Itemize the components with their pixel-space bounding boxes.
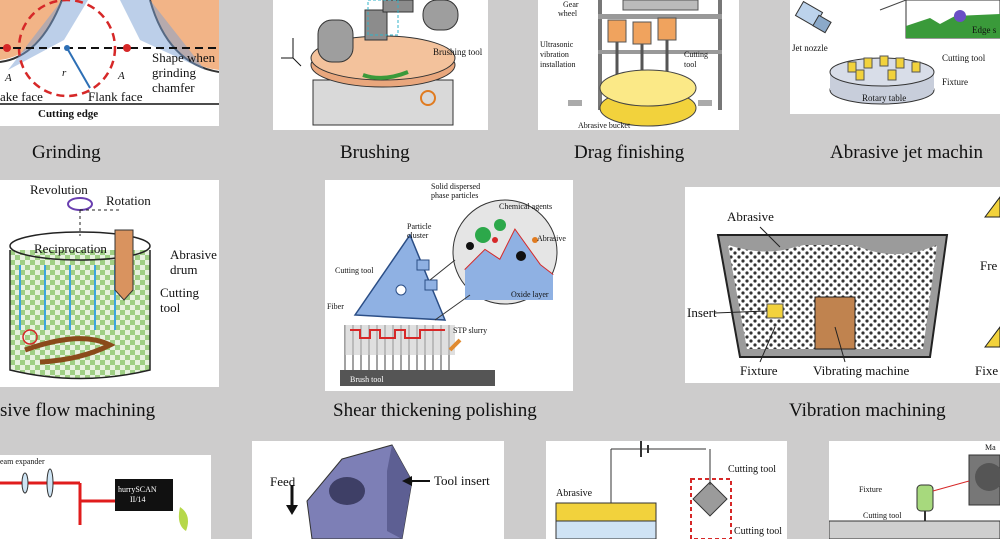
shear-abrasive: Abrasive (537, 234, 566, 243)
insert-feed-label: Feed (270, 474, 296, 489)
flow-cutting-2: tool (160, 300, 181, 315)
electro-cutting-a: Cutting tool (728, 464, 777, 475)
shear-stp: STP slurry (453, 326, 488, 335)
drag-bucket: Abrasive bucket (578, 121, 631, 130)
brushing-diagram (281, 0, 459, 126)
grinding-panel: r A A Shape when grinding chamfer ake fa… (0, 0, 219, 126)
brushing-tool-label: Brushing tool (433, 47, 483, 57)
caption-shear: Shear thickening polishing (333, 400, 537, 421)
jet-cutting-tool: Cutting tool (942, 53, 986, 63)
drag-cutting-1: Cutting (684, 50, 709, 59)
shear-fiber: Fiber (327, 302, 344, 311)
vibration-insert: Insert (687, 305, 717, 320)
drag-gear-2: wheel (558, 9, 578, 18)
shear-particle-1: Particle (407, 222, 432, 231)
abrasive-flow-diagram (9, 197, 151, 380)
shear-brush: Brush tool (350, 375, 384, 384)
drag-finishing-panel: Gear wheel Ultrasonic vibration installa… (538, 0, 739, 130)
caption-brushing: Brushing (340, 142, 410, 163)
shear-diagram (340, 199, 558, 386)
vibration-machine: Vibrating machine (813, 363, 910, 378)
grinding-flank-face: Flank face (88, 89, 143, 104)
drag-ultra-1: Ultrasonic (540, 40, 574, 49)
grinding-shape-when: Shape when (152, 50, 216, 65)
caption-jet: Abrasive jet machin (830, 142, 984, 163)
grinding-diagram (0, 0, 219, 105)
insert-panel: Feed Tool insert (252, 441, 504, 539)
grinding-grinding-label: grinding (152, 65, 197, 80)
flow-reciprocation: Reciprocation (34, 241, 107, 256)
vibration-fre: Fre (980, 258, 998, 273)
flow-rotation: Rotation (106, 193, 151, 208)
abrasive-flow-panel: Revolution Rotation Reciprocation Abrasi… (0, 180, 219, 387)
grinding-rake-face: ake face (0, 89, 43, 104)
jet-rotary-table: Rotary table (862, 93, 907, 103)
drag-cutting-2: tool (684, 60, 697, 69)
jet-edge-label: Edge s (972, 25, 997, 35)
drag-ultra-3: installation (540, 60, 576, 69)
abrasive-jet-panel: Jet nozzle Cutting tool Fixture Rotary t… (790, 0, 1000, 114)
grinding-cutting-edge: Cutting edge (38, 108, 99, 120)
shear-solid-1: Solid dispersed (431, 182, 481, 191)
caption-grinding: Grinding (32, 142, 101, 163)
insert-tool-label: Tool insert (434, 473, 490, 488)
grinding-ao-label: A (118, 70, 125, 82)
vibration-diagram (714, 196, 1000, 363)
magnetic-cutting: Cutting tool (863, 511, 902, 520)
insert-diagram (286, 444, 430, 539)
flow-cutting-1: Cutting (160, 285, 200, 300)
electro-abrasive: Abrasive (556, 488, 593, 499)
magnetic-diagram (829, 454, 1000, 539)
vibration-panel: Abrasive Insert Fixture Vibrating machin… (685, 187, 1000, 383)
caption-vibration: Vibration machining (789, 400, 946, 421)
laser-beam-label: eam expander (0, 457, 45, 466)
magnetic-panel: Fixture Cutting tool Ma (829, 441, 1000, 539)
magnetic-ma: Ma (985, 443, 996, 452)
electro-diagram (555, 441, 732, 539)
vibration-fix: Fixe (975, 363, 999, 378)
laser-scan-2: II/14 (130, 495, 146, 504)
shear-panel: Solid dispersed phase particles Chemical… (325, 180, 573, 391)
laser-scan-1: hurrySCAN (118, 485, 157, 494)
grinding-chamfer-label: chamfer (152, 80, 195, 95)
abrasive-jet-diagram (794, 0, 1000, 105)
jet-fixture: Fixture (942, 77, 968, 87)
vibration-abrasive: Abrasive (727, 209, 774, 224)
flow-abrasive-1: Abrasive (170, 247, 217, 262)
grinding-rb-label: r (62, 67, 67, 79)
laser-diagram (0, 468, 188, 531)
flow-abrasive-2: drum (170, 262, 198, 277)
shear-chemical: Chemical agents (499, 202, 553, 211)
brushing-panel: Brushing tool (273, 0, 488, 130)
magnetic-fixture: Fixture (859, 485, 883, 494)
shear-cutting-tool: Cutting tool (335, 266, 374, 275)
laser-panel: eam expander hurrySCAN II/14 (0, 455, 211, 539)
drag-finishing-diagram (568, 0, 722, 127)
grinding-ar-label: A (5, 72, 12, 84)
caption-drag: Drag finishing (574, 142, 685, 163)
shear-solid-2: phase particles (431, 191, 479, 200)
electro-cutting-b: Cutting tool (734, 526, 783, 537)
drag-ultra-2: vibration (540, 50, 569, 59)
shear-oxide: Oxide layer (511, 290, 549, 299)
shear-particle-2: cluster (407, 231, 429, 240)
jet-nozzle-label: Jet nozzle (792, 43, 828, 53)
vibration-fixture: Fixture (740, 363, 778, 378)
flow-revolution: Revolution (30, 182, 88, 197)
drag-gear-1: Gear (563, 0, 579, 9)
caption-flow: sive flow machining (0, 400, 156, 421)
electro-panel: Abrasive Cutting tool Cutting tool (546, 441, 787, 539)
